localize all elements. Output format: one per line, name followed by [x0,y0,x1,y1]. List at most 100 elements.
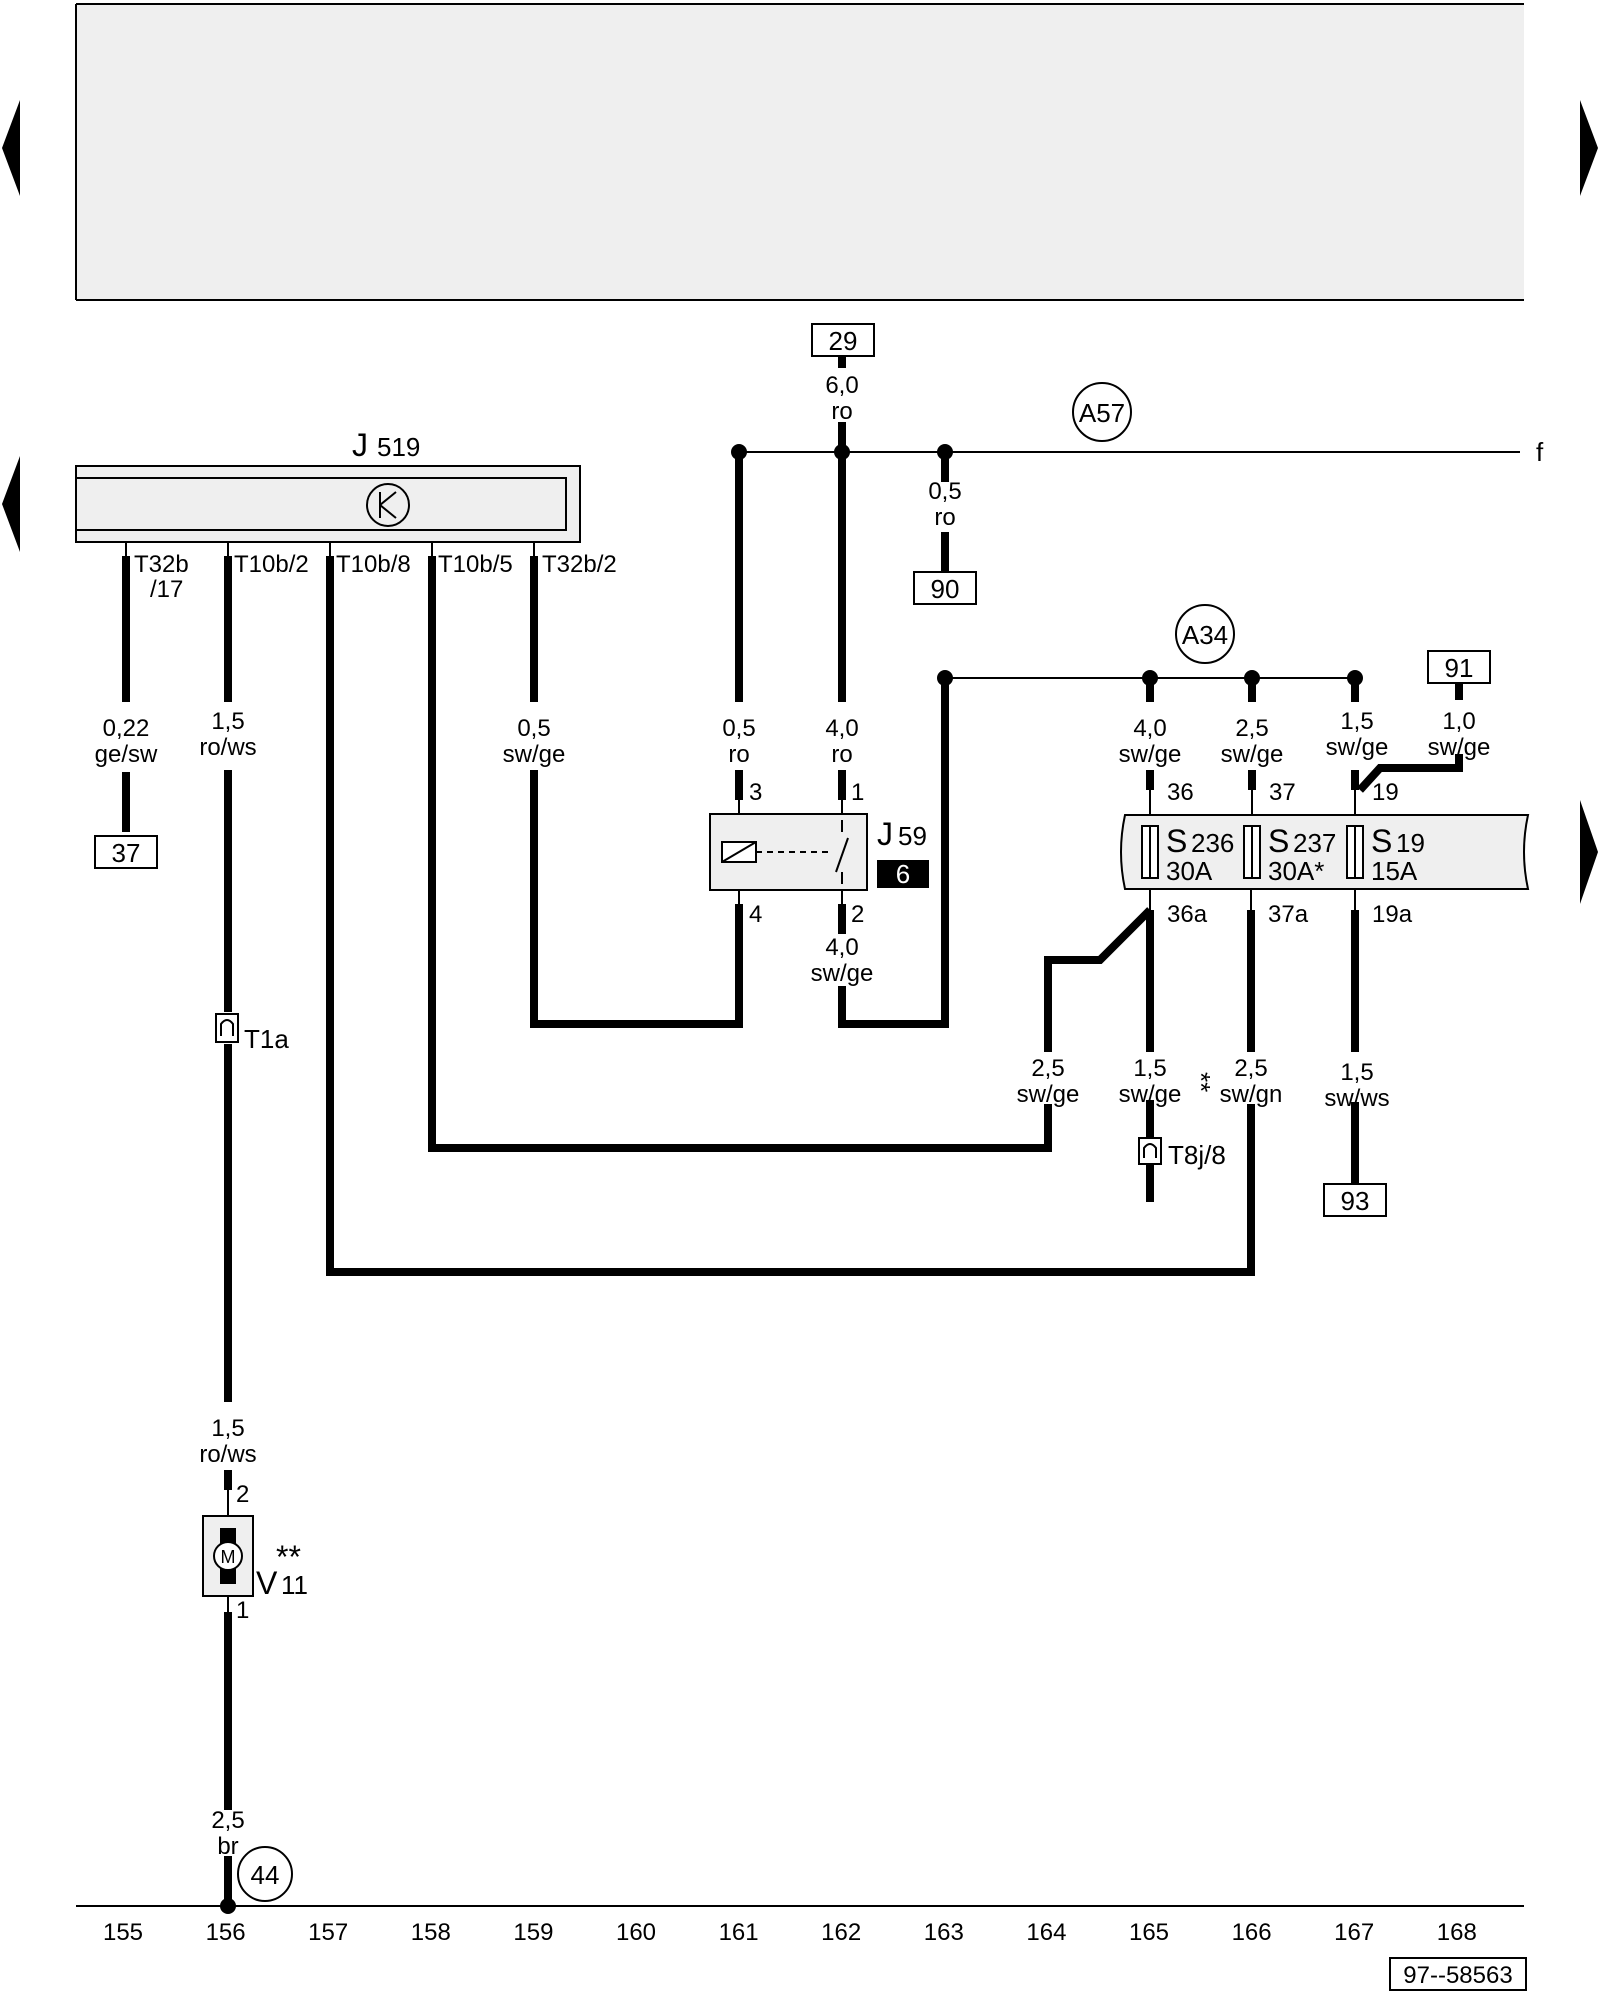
svg-text:29: 29 [829,326,858,356]
s19-out-pin: 19a [1372,901,1413,928]
wire-v11-upper-color: ro/ws [199,1441,256,1468]
wire-s19-out-size: 1,5 [1340,1059,1373,1086]
header-panel [76,4,1524,300]
wire-labels: 6,0 ro 0,5 ro 0,22 ge/sw 1,5 ro/ws 0,5 s… [95,372,1491,1860]
wire-s19-out-color: sw/ws [1324,1085,1389,1112]
wire-29-color: ro [831,398,852,425]
wire-s237-in-size: 2,5 [1235,715,1268,742]
j59-code: J [877,816,893,852]
relay-badge [877,860,929,888]
ref-box-93[interactable]: 93 [1323,1183,1387,1217]
grid-number: 155 [103,1919,143,1946]
prev-section-arrow-icon[interactable] [2,456,20,552]
wire-90-color: ro [934,504,955,531]
motor-v11: M V 11 ** 2 1 [202,1481,308,1624]
v11-code: V [256,1565,278,1601]
pin-t10b-5: T10b/5 [438,551,513,578]
wire-j59-2-size: 4,0 [825,934,858,961]
j59-pin-3: 3 [749,779,762,806]
next-page-arrow-icon[interactable] [1580,100,1598,196]
s237-rating: 30A* [1268,856,1324,886]
grid-number: 168 [1437,1919,1477,1946]
j519-pins: T32b /17 T10b/2 T10b/8 T10b/5 T32b/2 [125,542,617,603]
wire-90-size: 0,5 [928,478,961,505]
ground-point-44: 44 [237,1846,293,1902]
bus-end-letter: f [1536,437,1544,467]
transistor-icon [366,483,410,527]
s19-number: 19 [1396,828,1425,858]
wire-s236-branch-color: sw/ge [1017,1081,1080,1108]
wire-s237-out-size: 2,5 [1234,1055,1267,1082]
grid-number: 157 [308,1919,348,1946]
relay-switch-icon [835,837,849,873]
wire-s19-in-color: sw/ge [1326,734,1389,761]
wire-s236-out-size: 1,5 [1133,1055,1166,1082]
wire-s236-in-color: sw/ge [1119,741,1182,768]
motor-symbol: M [221,1547,236,1567]
relay-j59: J 59 6 3 1 4 2 [709,779,929,928]
pin-t10b-2: T10b/2 [234,551,309,578]
wire-t10b2-color: ro/ws [199,734,256,761]
v11-pin-2: 2 [236,1481,249,1508]
s237-number: 237 [1293,828,1336,858]
j59-pin-2: 2 [851,901,864,928]
a57-label: A57 [1079,398,1125,428]
wire-t10b2-size: 1,5 [211,708,244,735]
t1a-label: T1a [244,1024,289,1054]
s236-code: S [1166,823,1187,859]
wire-s236-in-size: 4,0 [1133,715,1166,742]
v11-number: 11 [281,1570,308,1600]
next-section-arrow-icon[interactable] [1580,800,1598,904]
wire-s237-out-color: sw/gn [1220,1081,1283,1108]
t8j-label: T8j/8 [1168,1140,1226,1170]
svg-text:37: 37 [112,838,141,868]
wire-91-color: sw/ge [1428,734,1491,761]
wire-paths [122,356,1520,1906]
s237-in-pin: 37 [1269,779,1296,806]
j519-number: 519 [377,432,420,462]
wire-j59-1-size: 4,0 [825,715,858,742]
wire-t32b2-size: 0,5 [517,715,550,742]
v11-pin-1: 1 [236,1597,249,1624]
svg-text:91: 91 [1445,653,1474,683]
grid-number: 160 [616,1919,656,1946]
grid-number: 156 [206,1919,246,1946]
j59-number: 59 [898,821,927,851]
ground-44-label: 44 [251,1860,280,1890]
wire-v11-upper-size: 1,5 [211,1415,244,1442]
prev-page-arrow-icon[interactable] [2,100,20,196]
s236-number: 236 [1191,828,1234,858]
grid-number: 159 [513,1919,553,1946]
pin-t10b-8: T10b/8 [336,551,411,578]
ref-box-91[interactable]: 91 [1427,650,1491,684]
relay-badge-text: 6 [896,859,910,889]
wire-ground-color: br [217,1833,238,1860]
j59-pin-1: 1 [851,779,864,806]
grid-number: 158 [411,1919,451,1946]
connection-point-a34: A34 [1175,604,1235,664]
s236-rating: 30A [1166,856,1213,886]
wire-j59-3-color: ro [728,741,749,768]
grid-number: 167 [1334,1919,1374,1946]
grid-number: 162 [821,1919,861,1946]
fuse-block: S 236 30A S 237 30A* S 19 15A 36 37 19 3… [1120,779,1530,928]
wire-s236-branch-size: 2,5 [1031,1055,1064,1082]
pin-t32b-2: T32b/2 [542,551,617,578]
j519-code: J [352,427,368,463]
document-id: 97--58563 [1403,1962,1512,1989]
wire-37-color: ge/sw [95,741,158,768]
connector-t8j: T8j/8 [1138,1137,1226,1170]
ref-box-29[interactable]: 29 [811,323,875,357]
wire-s236-out-color: sw/ge [1119,1081,1182,1108]
v11-stars: ** [276,1539,301,1575]
control-unit-j519: J 519 [75,427,581,543]
ref-box-37[interactable]: 37 [94,835,158,869]
a34-label: A34 [1182,620,1228,650]
s237-code: S [1268,823,1289,859]
pin-t32b-17b: /17 [150,576,183,603]
grid-number: 165 [1129,1919,1169,1946]
svg-text:93: 93 [1341,1186,1370,1216]
wire-j59-1-color: ro [831,741,852,768]
ref-box-90[interactable]: 90 [913,571,977,605]
